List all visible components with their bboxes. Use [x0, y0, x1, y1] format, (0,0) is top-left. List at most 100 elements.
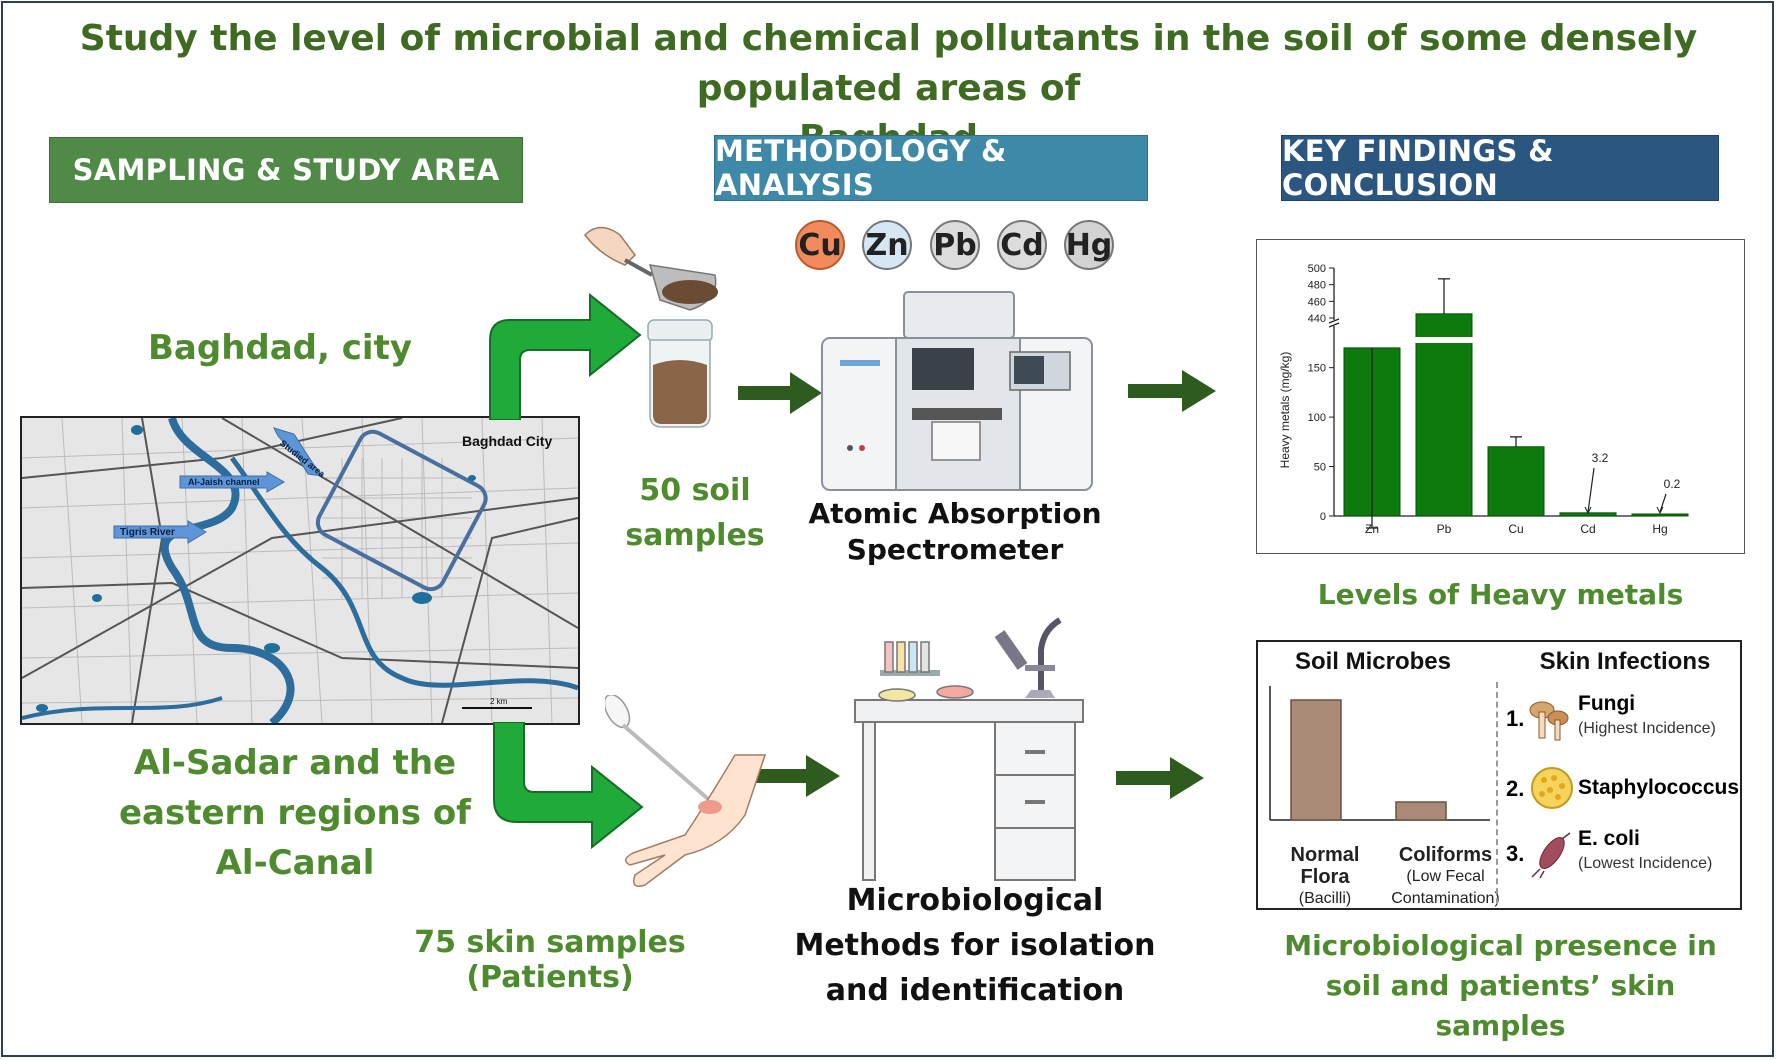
metal-pb-badge: Pb	[930, 220, 980, 270]
bar-normal-flora	[1290, 699, 1342, 821]
coliforms-line-2: (Low Fecal	[1406, 868, 1485, 885]
upper-curved-arrow	[489, 292, 642, 420]
baghdad-map: Studied area Al-Jaish channel Tigris Riv…	[20, 416, 580, 725]
metal-cu-badge: Cu	[795, 220, 845, 270]
micro-methods-label: Microbiological Methods for isolation an…	[785, 878, 1165, 1013]
infection-rank: 3.	[1506, 841, 1525, 866]
x-tick-label: Cd	[1580, 522, 1595, 536]
metals-caption: Levels of Heavy metals	[1317, 578, 1684, 611]
infection-rank: 2.	[1506, 776, 1525, 801]
micro-caption: Microbiological presence in soil and pat…	[1256, 926, 1745, 1046]
coliforms-line-1: Coliforms	[1398, 844, 1493, 866]
micro-caption-line-2: soil and patients’ skin samples	[1325, 969, 1676, 1042]
map-label-channel: Al-Jaish channel	[188, 477, 260, 487]
metal-zn-symbol: Zn	[865, 227, 909, 263]
soil-microbes-title: Soil Microbes	[1294, 648, 1452, 675]
normal-flora-line-3: (Bacilli)	[1298, 890, 1352, 907]
bar-label-normal-flora: Normal Flora (Bacilli)	[1270, 844, 1380, 910]
arrow-skin-to-lab	[752, 755, 840, 797]
data-label-arrowhead	[1656, 506, 1664, 515]
x-tick-label: Zn	[1365, 522, 1379, 536]
y-tick-label: 440	[1308, 313, 1326, 325]
metal-cd-symbol: Cd	[1000, 227, 1044, 263]
y-tick-label: 500	[1308, 263, 1326, 275]
metal-hg-symbol: Hg	[1065, 227, 1113, 263]
infection-rank: 1.	[1506, 706, 1525, 731]
map-title: Baghdad City	[462, 433, 552, 449]
city-label: Baghdad, city	[148, 328, 412, 368]
metal-cd-badge: Cd	[997, 220, 1047, 270]
infection-note: (Lowest Incidence)	[1578, 855, 1713, 872]
staphylococcus-icon	[1531, 767, 1573, 809]
infection-name: E. coli	[1578, 827, 1640, 850]
region-line-3: Al-Canal	[215, 843, 375, 883]
y-tick-label: 480	[1308, 280, 1326, 292]
microbes-panel: Soil Microbes Skin Infections Normal Flo…	[1256, 640, 1742, 910]
soil-microbes-chart	[1269, 686, 1490, 821]
map-scale-label: 2 km	[490, 697, 508, 706]
data-label: 3.2	[1592, 451, 1609, 465]
x-tick-label: Pb	[1437, 522, 1452, 536]
metal-pb-symbol: Pb	[933, 227, 977, 263]
infection-name: Fungi	[1578, 692, 1636, 715]
soil-line-1: 50 soil	[639, 473, 751, 508]
x-tick-label: Cu	[1508, 522, 1523, 536]
arrow-aas-to-findings	[1128, 370, 1216, 412]
title-line-1: Study the level of microbial and chemica…	[79, 18, 1698, 109]
sampling-banner: SAMPLING & STUDY AREA	[49, 137, 523, 203]
y-tick-label: 150	[1308, 363, 1326, 375]
normal-flora-line-2: Flora	[1300, 866, 1350, 888]
soil-line-2: samples	[625, 518, 765, 553]
soil-samples-label: 50 soil samples	[600, 468, 790, 558]
arrow-lab-to-findings	[1116, 757, 1204, 799]
soil-sample-illustration	[584, 226, 718, 428]
map-graphic: Studied area Al-Jaish channel Tigris Riv…	[22, 418, 578, 723]
data-label-arrowhead	[1584, 506, 1592, 515]
data-label-arrow	[1659, 493, 1667, 513]
map-label-river: Tigris River	[120, 527, 175, 538]
aas-line-2: Spectrometer	[846, 533, 1064, 566]
coliforms-line-3: Contamination)	[1391, 890, 1500, 907]
metal-zn-badge: Zn	[862, 220, 912, 270]
panel-divider	[1496, 682, 1498, 904]
micro-caption-line-1: Microbiological presence in	[1284, 929, 1717, 962]
aas-line-1: Atomic Absorption	[808, 497, 1102, 530]
bar-label-coliforms: Coliforms (Low Fecal Contamination)	[1358, 844, 1533, 910]
skin-samples-label: 75 skin samples (Patients)	[414, 925, 686, 995]
fungi-icon	[1529, 701, 1569, 741]
methodology-banner: METHODOLOGY & ANALYSIS	[714, 134, 1148, 202]
data-label-arrow	[1587, 467, 1595, 513]
y-tick-label: 460	[1308, 296, 1326, 308]
skin-infections-title: Skin Infections	[1539, 648, 1711, 675]
y-tick-label: 0	[1320, 511, 1326, 523]
spectrometer-illustration	[821, 291, 1093, 491]
ecoli-icon	[1531, 832, 1571, 879]
metal-hg-badge: Hg	[1064, 220, 1114, 270]
infection-item-ecoli: 3. E. coli (Lowest Incidence)	[1506, 827, 1738, 887]
y-tick-label: 50	[1314, 462, 1326, 474]
x-tick-label: Hg	[1652, 522, 1667, 536]
metal-cu-symbol: Cu	[798, 227, 842, 263]
region-label: Al-Sadar and the eastern regions of Al-C…	[100, 738, 490, 888]
micro-line-3: and identification	[825, 973, 1125, 1008]
findings-banner: KEY FINDINGS & CONCLUSION	[1281, 134, 1719, 202]
data-label: 0.2	[1664, 477, 1681, 491]
bar-break-gap	[1415, 337, 1473, 343]
lower-curved-arrow	[493, 722, 644, 850]
region-line-1: Al-Sadar and the	[133, 743, 457, 783]
normal-flora-line-1: Normal	[1290, 844, 1360, 866]
y-axis-break	[1328, 318, 1340, 328]
skin-swab-illustration	[605, 695, 767, 887]
infection-name: Staphylococcus	[1578, 776, 1740, 799]
region-line-2: eastern regions of	[119, 793, 471, 833]
infection-item-fungi: 1. Fungi (Highest Incidence)	[1506, 692, 1738, 752]
arrow-soil-to-aas	[738, 372, 822, 414]
infection-note: (Highest Incidence)	[1578, 720, 1716, 737]
laboratory-illustration	[854, 617, 1084, 881]
bar-cu	[1487, 446, 1545, 517]
micro-line-1: Microbiological	[846, 883, 1104, 918]
aas-label: Atomic Absorption Spectrometer	[800, 496, 1110, 568]
y-axis-title: Heavy metals (mg/kg)	[1278, 352, 1292, 469]
